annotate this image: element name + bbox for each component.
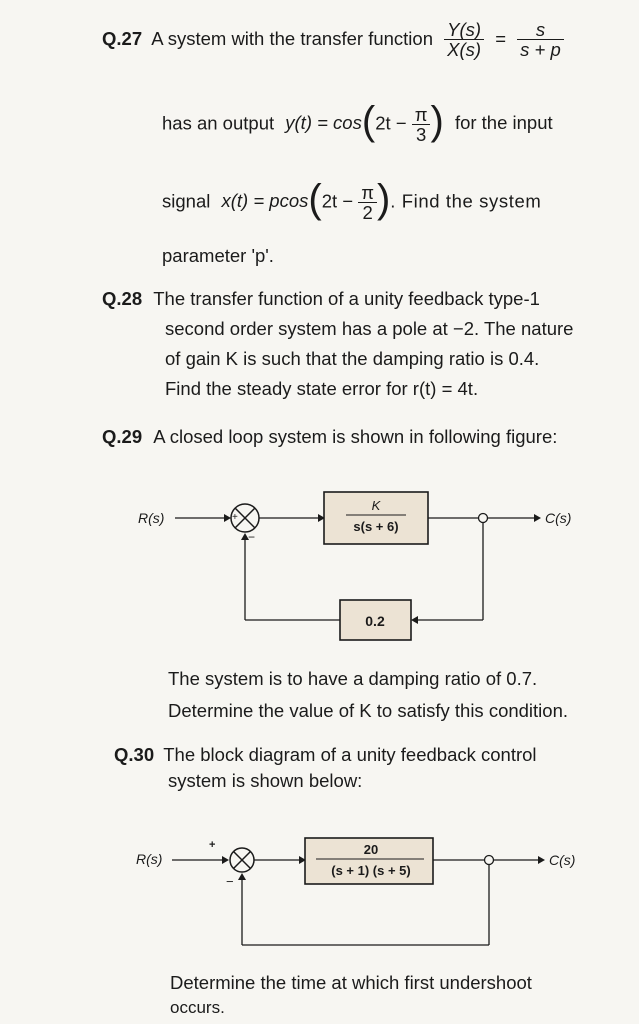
q29-after-2: Determine the value of K to satisfy this… [168, 700, 569, 721]
q27-tf-lhs: Y(s) X(s) [444, 20, 485, 61]
q29-feedback-block [339, 599, 412, 641]
q28-text-1: The transfer function of a unity feedbac… [153, 288, 540, 309]
q29-number: Q.29 [102, 426, 143, 447]
q27-equals: = [495, 27, 507, 49]
q29-output-label: C(s) [545, 510, 571, 526]
paren-close: ) [430, 99, 444, 143]
q27-l2-arg: 2t − [375, 112, 407, 134]
q27-tf-lhs-den: X(s) [447, 39, 482, 61]
q27-pi-over-3: π 3 [411, 104, 431, 145]
arrow-head-icon [238, 873, 246, 880]
q27-l2-a: has an output [162, 112, 275, 134]
paren-open: ( [308, 177, 322, 221]
q30-text-2: system is shown below: [168, 770, 363, 791]
takeoff-point-icon [483, 854, 495, 866]
q27-l3-arg: 2t − [321, 190, 354, 212]
summing-cross [234, 507, 256, 529]
q29-forward-block [323, 491, 429, 545]
q29-text: A closed loop system is shown in followi… [153, 426, 558, 447]
arrow-head-icon [318, 514, 325, 522]
q27-line4: parameter 'p'. [162, 245, 274, 266]
q28-text-3: of gain K is such that the damping ratio… [165, 348, 540, 369]
q29-feedback-gain: 0.2 [365, 613, 385, 629]
q29-block-diagram: R(s) + − K s(s + 6) C(s) 0.2 [138, 491, 571, 641]
q30-line1: Q.30 The block diagram of a unity feedba… [114, 744, 537, 766]
q27-line2: has an output y(t) = cos(2t − π 3 ) for … [162, 99, 553, 147]
q27-tf-rhs-den: s + p [520, 39, 561, 61]
q27-intro: A system with the transfer function [151, 27, 433, 49]
q28-line1: Q.28 The transfer function of a unity fe… [102, 288, 540, 310]
arrow-head-icon [299, 856, 306, 864]
q30-text-1: The block diagram of a unity feedback co… [163, 744, 537, 765]
arrow-head-icon [411, 616, 418, 624]
q27-l3-x: x(t) = pcos [221, 190, 309, 212]
summing-cross [232, 850, 252, 870]
arrow-head-icon [534, 514, 541, 522]
q29-minus-sign: − [248, 530, 255, 544]
q30-after-2: occurs. [170, 998, 225, 1017]
q27-line1: Q.27 A system with the transfer function… [102, 20, 564, 60]
q27-pi: π [411, 104, 431, 125]
q28-text-4: Find the steady state error for r(t) = 4… [165, 378, 479, 399]
q30-output-label: C(s) [549, 852, 575, 868]
paren-close: ) [376, 177, 391, 221]
q29-plus-sign: + [232, 512, 238, 523]
q30-forward-den: (s + 1) (s + 5) [331, 863, 410, 878]
q27-number: Q.27 [102, 27, 143, 49]
arrow-head-icon [222, 856, 229, 864]
q30-minus-sign: − [226, 874, 234, 889]
q29-line1: Q.29 A closed loop system is shown in fo… [102, 426, 557, 448]
q27-l3-a: signal [162, 190, 211, 212]
arrow-head-icon [538, 856, 545, 864]
q29-forward-den: s(s + 6) [353, 519, 398, 534]
q29-input-label: R(s) [138, 510, 164, 526]
q27-l3-b: . Find the system [390, 190, 542, 212]
q30-plus-sign: + [209, 839, 215, 851]
q27-line3: signal x(t) = pcos(2t − π 2 ). Find the … [162, 177, 542, 225]
arrow-head-icon [241, 533, 249, 540]
q27-tf-lhs-num: Y(s) [444, 20, 485, 41]
q27-tf-rhs-num: s [517, 20, 564, 41]
q27-l2-y: y(t) = cos [285, 112, 362, 134]
q27-tf-rhs: s s + p [517, 20, 564, 60]
q30-forward-block [304, 837, 434, 885]
q27-pi-2: π [358, 182, 377, 203]
q27-l2-b: for the input [454, 112, 553, 134]
arrow-head-icon [224, 514, 231, 522]
q30-input-label: R(s) [136, 851, 162, 867]
paren-open: ( [361, 99, 376, 143]
takeoff-point-icon [477, 512, 489, 524]
q30-forward-num: 20 [364, 842, 378, 857]
q30-number: Q.30 [114, 744, 155, 765]
q29-forward-num: K [372, 498, 382, 513]
q30-block-diagram: R(s) + − 20 (s + 1) (s + 5) C(s) [136, 837, 575, 946]
q29-after-1: The system is to have a damping ratio of… [168, 668, 538, 689]
q27-pi-over-2: π 2 [358, 182, 377, 223]
q27-den3: 3 [415, 124, 427, 145]
q28-text-2: second order system has a pole at −2. Th… [165, 318, 574, 339]
q27-den2: 2 [362, 202, 373, 223]
q30-after-1: Determine the time at which first unders… [170, 972, 532, 993]
q28-number: Q.28 [102, 288, 143, 309]
